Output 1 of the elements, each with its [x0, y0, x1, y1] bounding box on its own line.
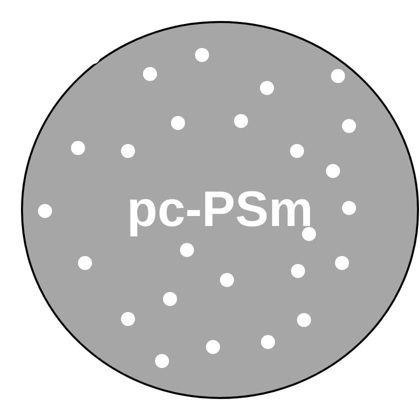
node-label: pc-PSm	[126, 181, 314, 237]
